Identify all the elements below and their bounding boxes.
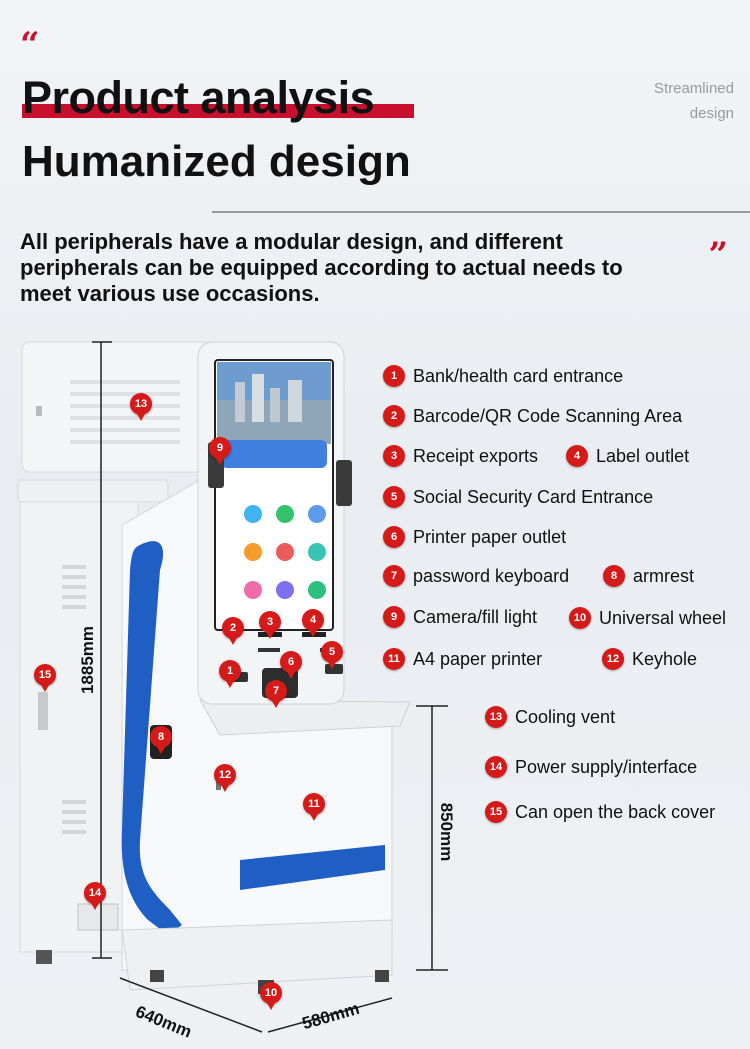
marker-pin-10: 10	[260, 982, 282, 1010]
number-badge: 5	[383, 486, 405, 508]
number-badge: 14	[485, 756, 507, 778]
feature-label: Universal wheel	[599, 607, 727, 628]
marker-pin-4: 4	[302, 609, 324, 637]
marker-pin-12: 12	[214, 764, 236, 792]
marker-pin-11: 11	[303, 793, 325, 821]
camera-module-right	[336, 460, 352, 506]
screen-app-icon	[276, 581, 294, 599]
feature-item: 3 Receipt exports	[383, 445, 538, 467]
number-badge: 8	[603, 565, 625, 587]
feature-item: 6 Printer paper outlet	[383, 526, 566, 548]
number-badge: 1	[383, 365, 405, 387]
marker-pin-14: 14	[84, 882, 106, 910]
screen-app-icon	[308, 581, 326, 599]
feature-item: 7 password keyboard	[383, 565, 569, 587]
feature-label: Power supply/interface	[515, 756, 698, 777]
screen-app-icon	[276, 543, 294, 561]
screen-app-icon	[244, 505, 262, 523]
desk-surface	[199, 699, 411, 736]
feature-label: password keyboard	[413, 565, 570, 586]
marker-pin-5: 5	[321, 641, 343, 669]
feature-item: 10 Universal wheel	[569, 607, 726, 629]
title-underline-bar	[22, 104, 414, 118]
feature-item: 12 Keyhole	[602, 648, 697, 670]
feature-item: 4 Label outlet	[566, 445, 689, 467]
close-quote-mark: ”	[708, 235, 728, 275]
dimension-desk-height: 850mm	[437, 802, 456, 862]
feature-label: Keyhole	[632, 648, 698, 669]
feature-label: Label outlet	[596, 445, 690, 466]
feature-label: A4 paper printer	[413, 648, 543, 669]
feature-item: 2 Barcode/QR Code Scanning Area	[383, 405, 682, 427]
marker-pin-13: 13	[130, 393, 152, 421]
feature-label: Receipt exports	[413, 445, 539, 466]
screen-app-icon	[308, 505, 326, 523]
marker-pin-3: 3	[259, 611, 281, 639]
number-badge: 6	[383, 526, 405, 548]
number-badge: 4	[566, 445, 588, 467]
number-badge: 10	[569, 607, 591, 629]
screen-app-icon	[244, 581, 262, 599]
feature-label: Barcode/QR Code Scanning Area	[413, 405, 683, 426]
intro-paragraph: All peripherals have a modular design, a…	[20, 229, 623, 306]
dimension-total-height: 1885mm	[78, 625, 97, 695]
feature-label: Printer paper outlet	[413, 526, 567, 547]
number-badge: 3	[383, 445, 405, 467]
marker-pin-1: 1	[219, 660, 241, 688]
feature-item: 11 A4 paper printer	[383, 648, 542, 670]
marker-pin-2: 2	[222, 617, 244, 645]
screen-app-icon	[276, 505, 294, 523]
feature-item: 14 Power supply/interface	[485, 756, 697, 778]
feature-item: 8 armrest	[603, 565, 694, 587]
feature-label: Cooling vent	[515, 706, 616, 727]
kiosk-illustration	[17, 341, 448, 1033]
feature-label: Social Security Card Entrance	[413, 486, 654, 507]
feature-item: 15 Can open the back cover	[485, 801, 715, 823]
blue-front-stripe	[240, 845, 385, 890]
feature-label: Can open the back cover	[515, 801, 716, 822]
feature-label: Camera/fill light	[413, 606, 538, 627]
side-note-line1: Streamlined	[653, 80, 734, 97]
marker-pin-9: 9	[209, 437, 231, 465]
feature-item: 13 Cooling vent	[485, 706, 615, 728]
marker-pin-7: 7	[265, 680, 287, 708]
feature-item: 1 Bank/health card entrance	[383, 365, 623, 387]
marker-pin-15: 15	[34, 664, 56, 692]
open-quote-mark: “	[20, 25, 40, 65]
screen-app-icon	[308, 543, 326, 561]
feature-label: Bank/health card entrance	[413, 365, 624, 386]
screen-app-icon	[244, 543, 262, 561]
title-product-analysis: Product analysis	[22, 72, 375, 123]
feature-label: armrest	[633, 565, 695, 586]
number-badge: 13	[485, 706, 507, 728]
number-badge: 11	[383, 648, 405, 670]
number-badge: 15	[485, 801, 507, 823]
cooling-vent-grid	[70, 380, 180, 444]
feature-item: 9 Camera/fill light	[383, 606, 537, 628]
back-lower-cabinet	[19, 501, 139, 953]
title-humanized-design: Humanized design	[22, 137, 411, 186]
marker-pin-8: 8	[150, 726, 172, 754]
number-badge: 9	[383, 606, 405, 628]
number-badge: 2	[383, 405, 405, 427]
number-badge: 7	[383, 565, 405, 587]
feature-item: 5 Social Security Card Entrance	[383, 486, 653, 508]
header-divider	[212, 211, 750, 213]
side-note: Streamlined design	[624, 76, 734, 126]
number-badge: 12	[602, 648, 624, 670]
side-note-line2: design	[689, 105, 734, 122]
marker-pin-6: 6	[280, 651, 302, 679]
blue-side-stripe	[121, 541, 182, 935]
